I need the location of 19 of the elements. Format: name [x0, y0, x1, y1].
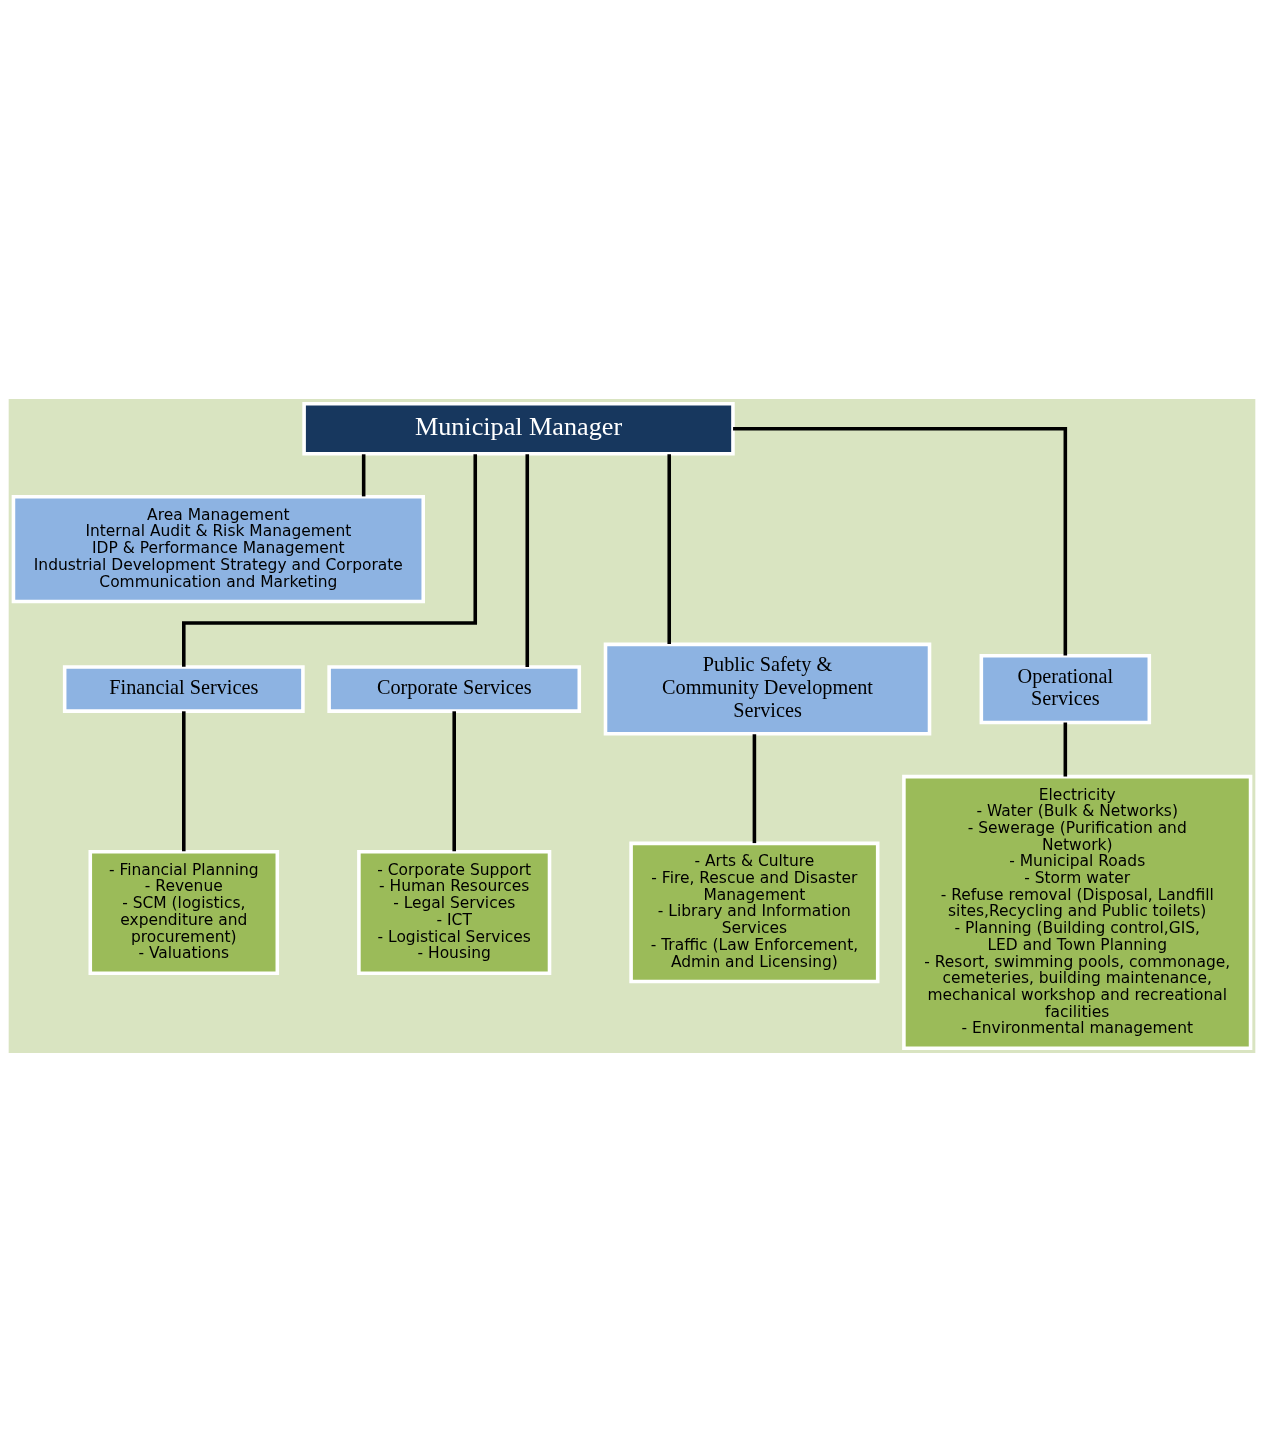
node-box: - Corporate Support - Human Resources - Legal Services - ICT - Logistical Services - Housing	[357, 849, 552, 975]
node-box: - Financial Planning - Revenue - SCM (logistics, expenditure and procurement) - Valuations	[88, 849, 280, 975]
connector	[182, 711, 186, 852]
node-box: - Arts & Culture - Fire, Rescue and Disaster Management - Library and Information Services - Traffic (Law Enforcement, Admin and Licensing)	[629, 841, 880, 984]
connector	[733, 427, 1068, 656]
node-box: Operational Services	[979, 653, 1152, 725]
node-box: Electricity - Water (Bulk & Networks) - Sewerage (Purification and Network) - Municipal Roads - Storm water - Refuse removal (Disposal, Landfill sites,Recycling and Public toilets) - Planning (Building control,GIS, LED and Town Planning - Resort, swimming pools, commonage, cemeteries, building maintenance, mechanical workshop and recreational facilities - Environmental management	[902, 774, 1253, 1050]
node-box: Municipal Manager	[302, 402, 735, 456]
connector	[182, 454, 478, 667]
connector	[452, 711, 456, 852]
connector	[752, 734, 757, 844]
node-box: Financial Services	[62, 665, 305, 713]
node-box: Public Safety & Community Development Services	[603, 642, 932, 736]
connector	[525, 454, 530, 667]
node-box: Corporate Services	[327, 665, 582, 713]
connector	[667, 454, 671, 644]
node-box: Area Management Internal Audit & Risk Management IDP & Performance Management Industrial Development Strategy and Corporate Communication and Marketing	[11, 494, 425, 604]
connector	[1063, 722, 1068, 777]
connector	[361, 454, 366, 497]
